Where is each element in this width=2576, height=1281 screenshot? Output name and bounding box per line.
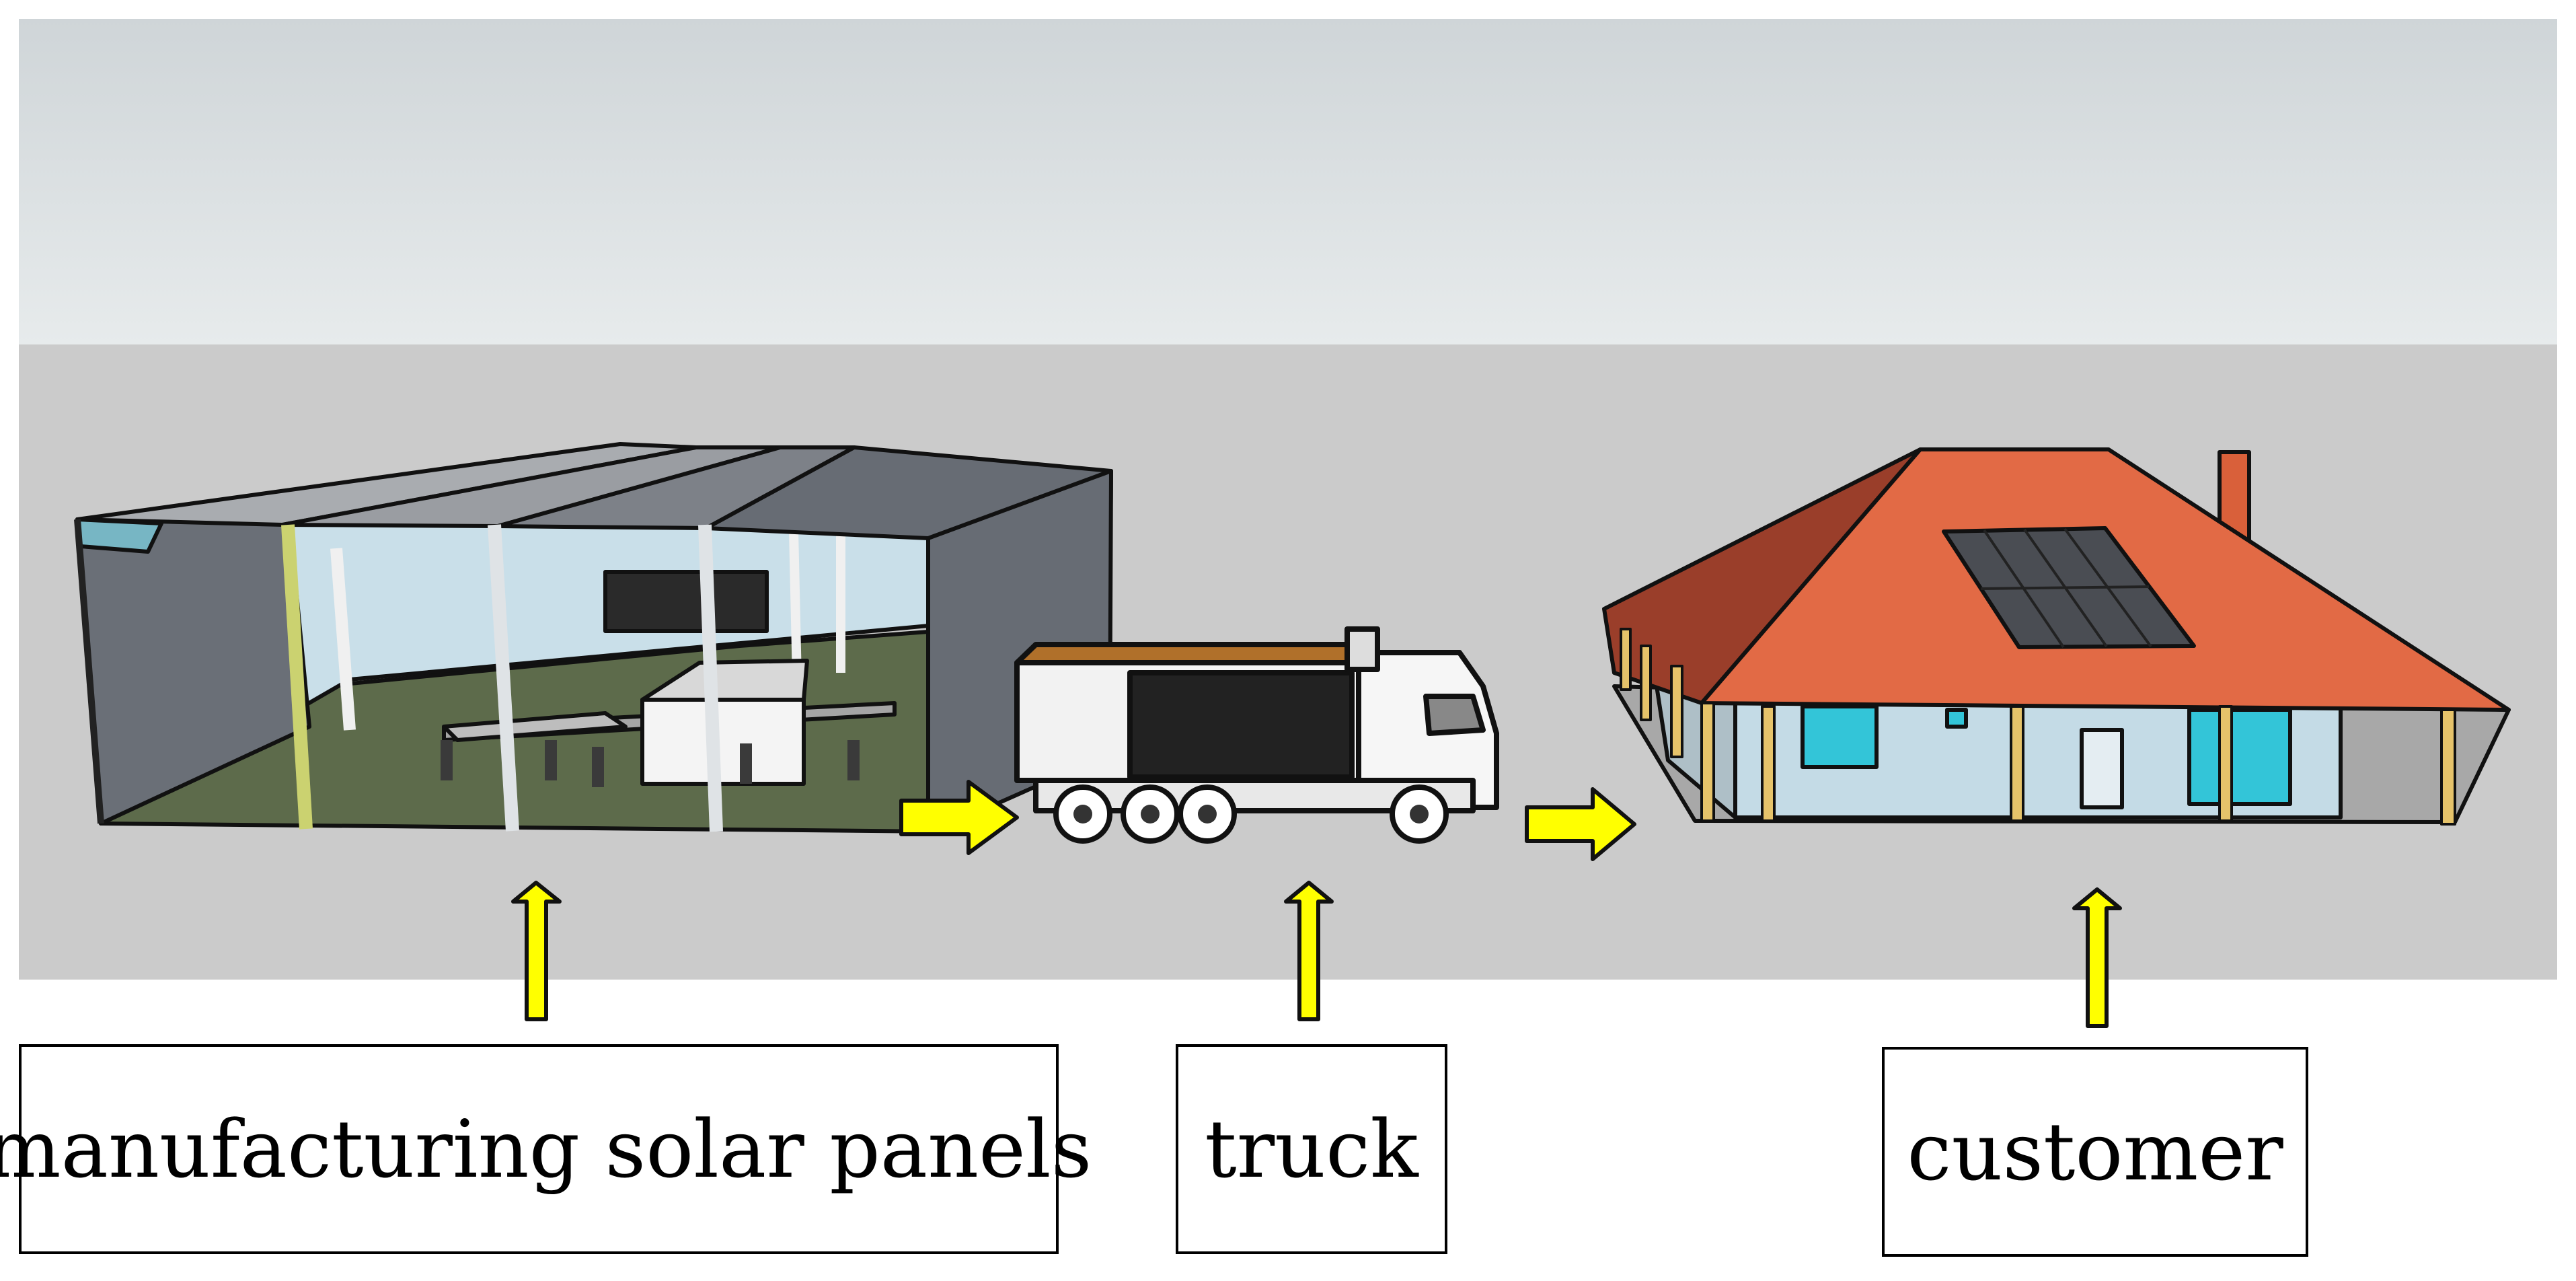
factory-workbench-top bbox=[442, 711, 628, 742]
truck-exhaust bbox=[1344, 626, 1380, 672]
truck-label-box: truck bbox=[1176, 1044, 1447, 1254]
sky-background bbox=[19, 19, 2557, 344]
factory-roof-skylight bbox=[75, 517, 163, 554]
house-porch-post bbox=[2010, 705, 2024, 822]
house-porch-post bbox=[1640, 645, 1652, 721]
house-porch-post bbox=[1670, 665, 1683, 758]
factory-table-block-top bbox=[640, 659, 809, 702]
house-porch-post bbox=[1620, 628, 1632, 691]
workbench-leg bbox=[847, 740, 860, 780]
house-window bbox=[2187, 708, 2292, 806]
house-window bbox=[1945, 708, 1968, 729]
factory-table-block bbox=[640, 698, 806, 786]
house-with-solar-panels-icon bbox=[1602, 447, 2511, 826]
factory-column bbox=[330, 548, 356, 731]
workbench-leg bbox=[441, 740, 453, 780]
up-arrow-icon bbox=[2072, 887, 2122, 1028]
workbench-leg bbox=[592, 747, 604, 787]
house-window bbox=[1801, 704, 1879, 769]
truck-icon bbox=[1014, 626, 1499, 844]
manufacturing-label: manufacturing solar panels bbox=[0, 1103, 1092, 1196]
factory-front-column bbox=[698, 524, 723, 832]
truck-hub bbox=[1073, 805, 1092, 824]
customer-label: customer bbox=[1907, 1105, 2283, 1198]
factory-roof-segment bbox=[704, 445, 1113, 540]
manufacturing-label-box: manufacturing solar panels bbox=[0, 1044, 1092, 1254]
up-arrow-icon bbox=[511, 881, 562, 1021]
truck-cab-window bbox=[1423, 694, 1486, 736]
up-arrow-icon bbox=[1284, 881, 1334, 1021]
customer-label-box: customer bbox=[1882, 1047, 2308, 1257]
factory-shed-icon bbox=[74, 442, 1113, 836]
truck-label: truck bbox=[1205, 1103, 1418, 1196]
house-porch-post bbox=[1700, 702, 1715, 822]
truck-hub bbox=[1410, 805, 1429, 824]
factory-column bbox=[789, 531, 802, 680]
house-porch-post bbox=[2218, 705, 2233, 822]
house-porch-post bbox=[1761, 705, 1776, 822]
house-porch-post bbox=[2440, 708, 2456, 826]
house-door bbox=[2080, 728, 2124, 809]
truck-cargo-block bbox=[1127, 670, 1355, 780]
right-arrow-icon bbox=[899, 780, 1019, 855]
workbench-leg bbox=[740, 743, 752, 784]
factory-front-column bbox=[488, 524, 519, 832]
factory-front-column bbox=[281, 524, 313, 830]
factory-front-column bbox=[74, 519, 104, 824]
truck-trailer-top bbox=[1014, 642, 1375, 665]
right-arrow-icon bbox=[1525, 787, 1636, 861]
truck-hub bbox=[1141, 805, 1160, 824]
solar-grid-line bbox=[1980, 585, 2150, 590]
truck-hub bbox=[1198, 805, 1217, 824]
workbench-leg bbox=[545, 740, 557, 780]
factory-machine-banner bbox=[603, 570, 769, 633]
